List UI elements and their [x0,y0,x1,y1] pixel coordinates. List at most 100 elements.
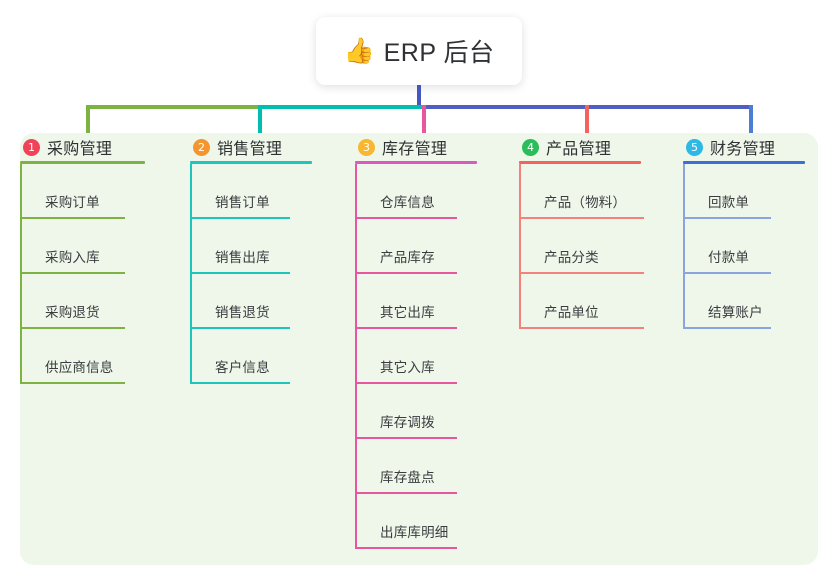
leaf-node-rule [519,272,644,274]
leaf-node[interactable]: 库存调拨 [355,384,457,439]
drop-purchase-line [86,105,90,143]
column-title: 财务管理 [710,141,776,158]
column-finance: 5 财务管理回款单付款单结算账户 [683,133,805,329]
column-items-purchase: 采购订单采购入库采购退货供应商信息 [20,164,125,384]
leaf-node-rule [190,382,290,384]
column-title: 销售管理 [217,141,283,158]
leaf-node[interactable]: 采购订单 [20,164,125,219]
leaf-node-label: 供应商信息 [45,360,114,375]
leaf-node-label: 销售出库 [215,250,270,265]
leaf-node[interactable]: 结算账户 [683,274,771,329]
leaf-node-rule [20,327,125,329]
column-title: 库存管理 [382,141,448,158]
bus-segment-0 [86,105,258,109]
leaf-node[interactable]: 产品库存 [355,219,457,274]
leaf-node-label: 其它出库 [380,305,435,320]
column-stem-line [20,164,22,384]
column-header-product[interactable]: 4 产品管理 [519,133,641,161]
leaf-node-label: 库存盘点 [380,470,435,485]
leaf-node-rule [20,217,125,219]
leaf-node[interactable]: 付款单 [683,219,771,274]
column-items-finance: 回款单付款单结算账户 [683,164,771,329]
column-underline [20,161,145,164]
column-underline [519,161,641,164]
leaf-node[interactable]: 出库库明细 [355,494,457,549]
column-header-inventory[interactable]: 3 库存管理 [355,133,477,161]
root-node-title: ERP 后台 [383,39,495,67]
leaf-node[interactable]: 客户信息 [190,329,290,384]
leaf-node[interactable]: 产品单位 [519,274,644,329]
leaf-node-label: 销售订单 [215,195,270,210]
leaf-node[interactable]: 销售退货 [190,274,290,329]
column-items-product: 产品（物料） 产品分类产品单位 [519,164,644,329]
leaf-node-label: 产品分类 [544,250,599,265]
column-underline [355,161,477,164]
badge-number-icon: 4 [522,138,539,156]
leaf-node-label: 采购订单 [45,195,100,210]
bus-segment-1 [258,105,422,109]
leaf-node[interactable]: 产品分类 [519,219,644,274]
leaf-node[interactable]: 销售订单 [190,164,290,219]
column-inventory: 3 库存管理仓库信息产品库存其它出库其它入库库存调拨库存盘点出库库明细 [355,133,477,549]
leaf-node[interactable]: 其它入库 [355,329,457,384]
leaf-node-rule [683,217,771,219]
leaf-node-rule [20,382,125,384]
leaf-node-label: 出库库明细 [380,525,449,540]
column-stem-line [683,164,685,329]
column-stem-line [355,164,357,549]
drop-inventory-line [422,105,426,143]
column-purchase: 1 采购管理采购订单采购入库采购退货供应商信息 [20,133,145,384]
leaf-node-rule [683,272,771,274]
column-title: 采购管理 [47,141,113,158]
root-stem-line [417,85,421,107]
root-node-card[interactable]: 👍 ERP 后台 [316,17,522,85]
column-header-purchase[interactable]: 1 采购管理 [20,133,145,161]
leaf-node[interactable]: 采购退货 [20,274,125,329]
column-product: 4 产品管理产品（物料） 产品分类产品单位 [519,133,644,329]
leaf-node-rule [355,437,457,439]
leaf-node-rule [355,217,457,219]
leaf-node-label: 库存调拨 [380,415,435,430]
leaf-node-label: 采购退货 [45,305,100,320]
leaf-node[interactable]: 库存盘点 [355,439,457,494]
leaf-node-label: 采购入库 [45,250,100,265]
leaf-node[interactable]: 产品（物料） [519,164,644,219]
leaf-node-rule [519,327,644,329]
leaf-node-rule [683,327,771,329]
column-header-finance[interactable]: 5 财务管理 [683,133,805,161]
leaf-node[interactable]: 销售出库 [190,219,290,274]
badge-number-icon: 5 [686,138,703,156]
column-stem-line [519,164,521,329]
leaf-node[interactable]: 回款单 [683,164,771,219]
leaf-node-rule [355,547,457,549]
drop-product-line [585,105,589,143]
leaf-node-rule [190,272,290,274]
leaf-node-rule [190,327,290,329]
leaf-node-rule [355,272,457,274]
leaf-node-label: 其它入库 [380,360,435,375]
leaf-node-label: 结算账户 [708,305,763,320]
badge-number-icon: 1 [23,138,40,156]
drop-finance-line [749,105,753,143]
drop-sales-line [258,105,262,143]
leaf-node[interactable]: 采购入库 [20,219,125,274]
column-underline [683,161,805,164]
column-stem-line [190,164,192,384]
leaf-node-label: 付款单 [708,250,750,265]
leaf-node-rule [190,217,290,219]
thumbs-up-icon: 👍 [343,36,375,65]
leaf-node-label: 产品单位 [544,305,599,320]
leaf-node[interactable]: 供应商信息 [20,329,125,384]
badge-number-icon: 3 [358,138,375,156]
leaf-node[interactable]: 其它出库 [355,274,457,329]
leaf-node[interactable]: 仓库信息 [355,164,457,219]
leaf-node-rule [20,272,125,274]
column-title: 产品管理 [546,141,612,158]
leaf-node-label: 产品库存 [380,250,435,265]
column-items-sales: 销售订单销售出库销售退货客户信息 [190,164,290,384]
leaf-node-label: 客户信息 [215,360,270,375]
leaf-node-label: 回款单 [708,195,750,210]
